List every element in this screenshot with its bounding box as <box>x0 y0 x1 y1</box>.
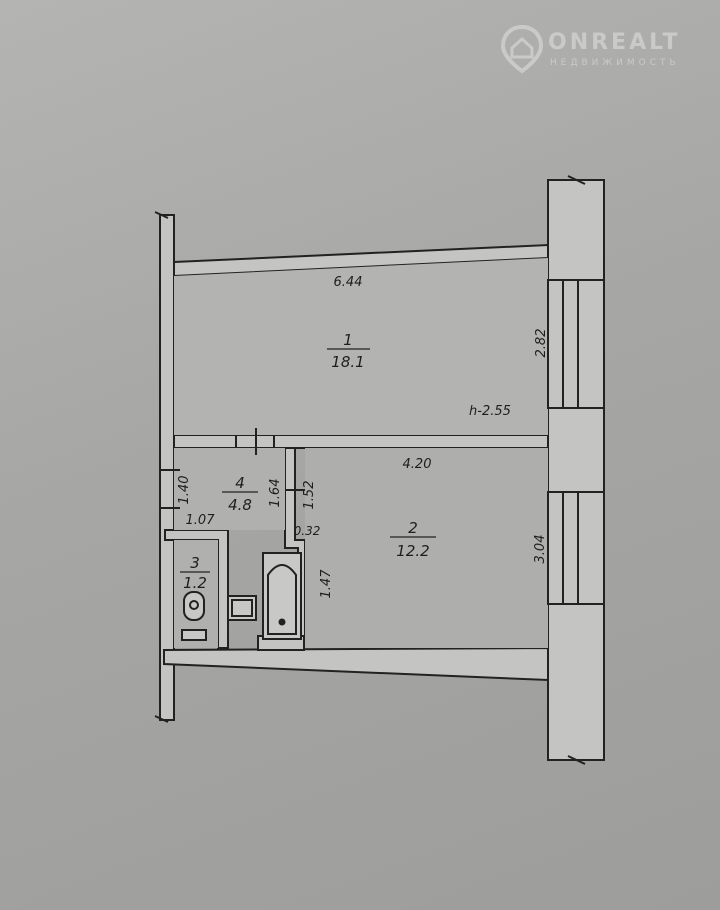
ceiling-height: h-2.55 <box>469 404 511 419</box>
dim-hall-a: 1.40 <box>177 476 192 505</box>
bottom-wall <box>163 646 549 682</box>
dim-hall-c: 1.64 <box>268 479 283 508</box>
dim-room2-b: 0.32 <box>294 524 321 538</box>
room-2-area: 12.2 <box>396 542 429 560</box>
middle-wall <box>173 434 549 449</box>
toilet-icon <box>181 591 207 641</box>
dim-room1-width: 6.44 <box>334 275 363 290</box>
room-3-area: 1.2 <box>183 574 207 592</box>
left-wall <box>159 214 175 721</box>
room-1-number: 1 <box>343 331 353 349</box>
room-4-number: 4 <box>235 474 245 492</box>
door-marks <box>154 175 586 765</box>
room-3-number: 3 <box>190 554 200 572</box>
dim-hall-b: 1.07 <box>186 513 216 528</box>
window-top <box>547 279 605 409</box>
bathtub-icon <box>262 552 302 640</box>
dim-room2-width: 4.20 <box>403 457 432 472</box>
house-pin-icon <box>500 24 544 74</box>
dim-room2-a: 1.52 <box>302 481 317 510</box>
dim-room1-depth: 2.82 <box>534 329 549 358</box>
room-4-area: 4.8 <box>228 496 252 514</box>
watermark-brand: ONREALT <box>548 30 681 55</box>
dim-room2-depth: 3.04 <box>533 535 548 564</box>
watermark-subtitle: НЕДВИЖИМОСТЬ <box>550 58 680 68</box>
room-1 <box>174 258 548 435</box>
dim-room2-c: 1.47 <box>319 569 334 599</box>
room-4 <box>174 448 285 530</box>
sink-icon <box>227 595 257 621</box>
right-wall <box>547 179 605 761</box>
room-1-area: 18.1 <box>331 353 364 371</box>
window-bottom <box>547 491 605 605</box>
room-2 <box>305 448 548 648</box>
room-2-number: 2 <box>408 519 418 537</box>
